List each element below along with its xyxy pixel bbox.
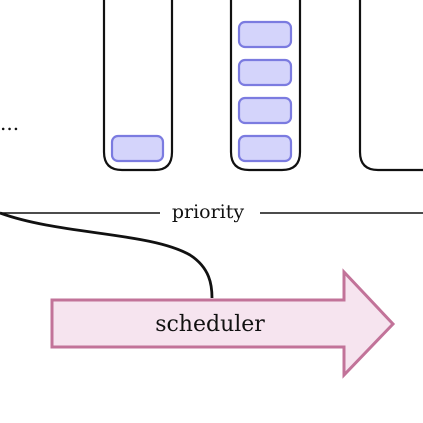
dispatch-curve bbox=[0, 211, 214, 299]
priority-label: priority bbox=[172, 201, 245, 223]
queue-container-3 bbox=[358, 0, 423, 172]
more-queues-ellipsis: ... bbox=[0, 111, 19, 135]
task-queue-2-2 bbox=[237, 96, 293, 125]
scheduler-arrow bbox=[50, 268, 396, 379]
queue-container-2 bbox=[229, 0, 302, 172]
scheduler-label: scheduler bbox=[155, 312, 265, 337]
task-queue-2-4 bbox=[237, 20, 293, 49]
task-queue-2-3 bbox=[237, 58, 293, 87]
task-queue-1-1 bbox=[110, 134, 165, 163]
task-queue-2-1 bbox=[237, 134, 293, 163]
queued-tasks bbox=[110, 20, 293, 163]
queue-container-1 bbox=[102, 0, 174, 172]
